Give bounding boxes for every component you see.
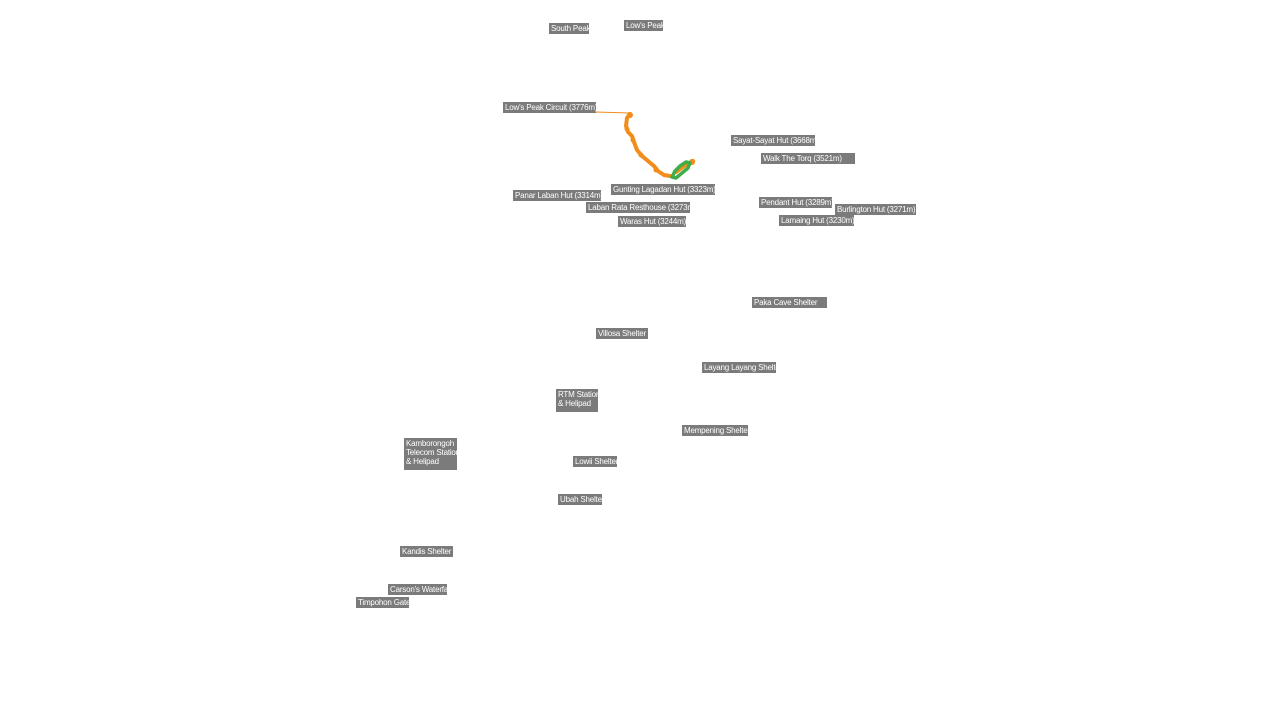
gunting-lagadan-hut-label: Gunting Lagadan Hut (3323m) xyxy=(611,184,716,195)
circuit-leader-line xyxy=(594,111,631,114)
kamborongoh-label: Kamborongoh Telecom Station & Helipad xyxy=(404,438,460,470)
pendant-hut-label: Pendant Hut (3289m) xyxy=(759,197,834,208)
lamaing-hut-label: Lamaing Hut (3230m) xyxy=(779,215,855,226)
villosa-shelter-label: Villosa Shelter xyxy=(596,328,648,339)
waras-hut-label: Waras Hut (3244m) xyxy=(618,216,687,227)
summit-trail-node xyxy=(627,112,633,118)
lows-peak-circuit-label: Low's Peak Circuit (3776m) xyxy=(503,102,598,113)
paka-cave-shelter-label: Paka Cave Shelter xyxy=(752,297,827,308)
via-ferrata-loop-green xyxy=(670,160,692,180)
timpohon-gate-label: Timpohon Gate xyxy=(356,597,411,608)
rtm-station-label: RTM Station & Helipad xyxy=(556,389,600,412)
summit-trail-node xyxy=(630,137,636,143)
south-peak-label: South Peak xyxy=(549,23,591,34)
carsons-waterfall-label: Carson's Waterfall xyxy=(388,584,452,595)
summit-trail-orange xyxy=(624,112,672,178)
layang-layang-shelter-label: Layang Layang Shelter xyxy=(702,362,783,373)
walk-the-torq-label: Walk The Torq (3521m) xyxy=(761,153,855,164)
kandis-shelter-label: Kandis Shelter xyxy=(400,546,453,557)
burlington-hut-label: Burlington Hut (3271m) xyxy=(835,204,916,215)
ubah-shelter-label: Ubah Shelter xyxy=(558,494,605,505)
panar-laban-hut-label: Panar Laban Hut (3314m) xyxy=(513,190,603,201)
summit-trail-node xyxy=(653,167,659,173)
laban-rata-resthouse-label: Laban Rata Resthouse (3273m) xyxy=(586,202,697,213)
lowii-shelter-label: Lowii Shelter xyxy=(573,456,619,467)
mempening-shelter-label: Mempening Shelter xyxy=(682,425,750,436)
lows-peak-label: Low's Peak xyxy=(624,20,665,31)
sayat-sayat-hut-label: Sayat-Sayat Hut (3668m) xyxy=(731,135,819,146)
summit-trail-node xyxy=(638,152,644,158)
summit-trail-node xyxy=(624,126,630,132)
